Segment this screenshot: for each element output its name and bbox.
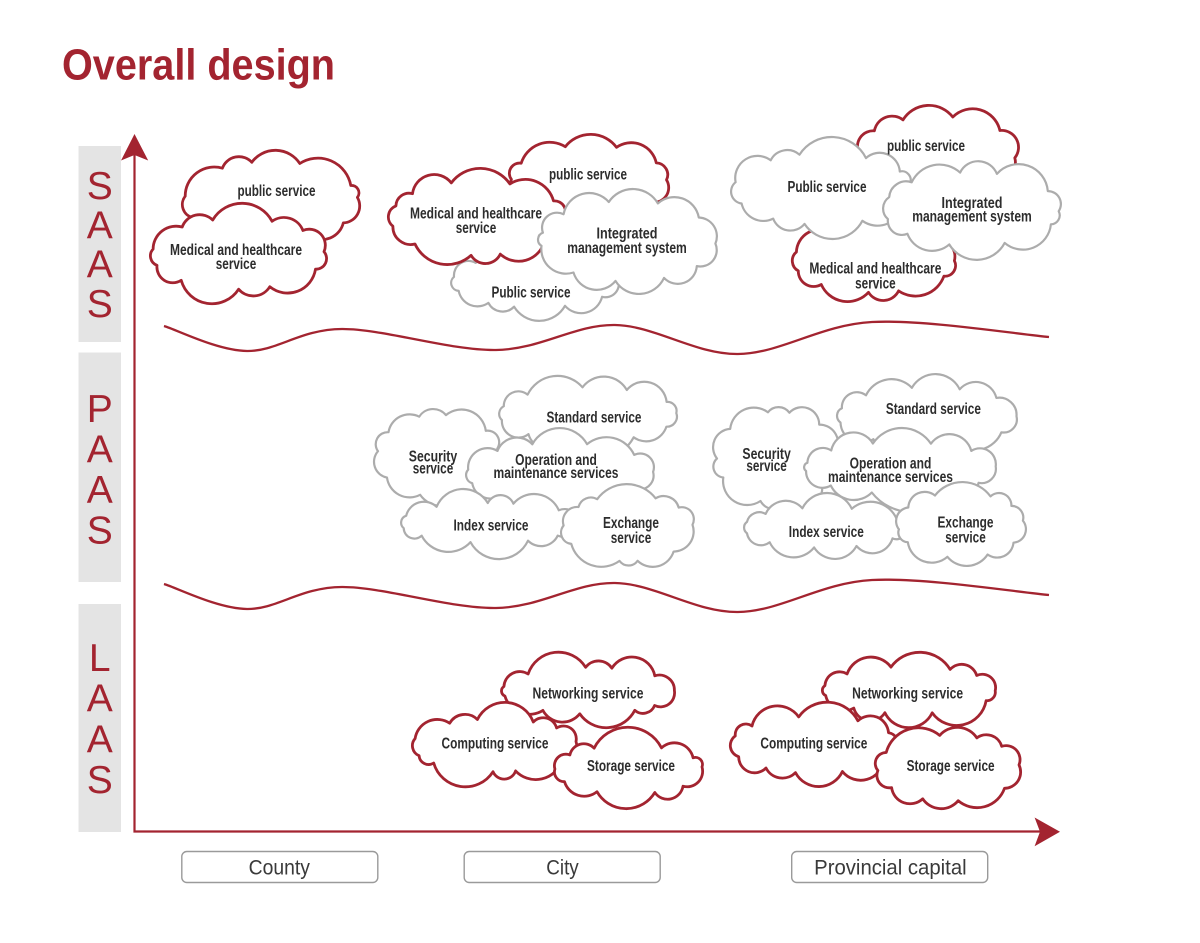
svg-text:management system: management system — [567, 240, 687, 257]
svg-text:Computing service: Computing service — [760, 735, 867, 752]
svg-text:Operation and: Operation and — [850, 456, 932, 473]
svg-text:Provincial capital: Provincial capital — [814, 857, 967, 880]
svg-text:Public service: Public service — [492, 285, 571, 302]
svg-text:Storage service: Storage service — [587, 758, 675, 775]
svg-text:Computing service: Computing service — [442, 735, 549, 752]
svg-text:Overall design: Overall design — [62, 41, 335, 90]
svg-text:County: County — [249, 857, 311, 880]
svg-text:A: A — [87, 678, 113, 721]
svg-text:Standard service: Standard service — [547, 410, 642, 427]
svg-text:A: A — [87, 718, 113, 761]
svg-text:Medical and healthcare: Medical and healthcare — [809, 261, 941, 278]
svg-text:Operation and: Operation and — [515, 452, 597, 469]
svg-text:service: service — [216, 256, 257, 273]
svg-text:A: A — [87, 429, 113, 472]
svg-text:service: service — [413, 461, 454, 478]
svg-text:service: service — [456, 220, 497, 237]
svg-text:L: L — [89, 637, 111, 680]
svg-text:Index service: Index service — [454, 518, 529, 535]
svg-text:Security: Security — [409, 449, 458, 466]
svg-text:A: A — [87, 204, 113, 247]
svg-text:Public service: Public service — [788, 179, 867, 196]
svg-text:Medical and healthcare: Medical and healthcare — [410, 206, 542, 223]
svg-text:Exchange: Exchange — [938, 515, 994, 532]
svg-text:Integrated: Integrated — [942, 195, 1003, 212]
svg-text:S: S — [87, 165, 113, 208]
svg-text:S: S — [87, 510, 113, 553]
svg-text:Medical and healthcare: Medical and healthcare — [170, 242, 302, 259]
svg-text:service: service — [945, 530, 986, 547]
svg-text:Networking service: Networking service — [852, 686, 963, 703]
svg-text:Integrated: Integrated — [597, 226, 658, 243]
svg-text:Index service: Index service — [789, 524, 864, 541]
svg-text:S: S — [87, 283, 113, 326]
svg-text:Security: Security — [742, 446, 791, 463]
svg-text:P: P — [87, 388, 113, 431]
svg-text:Exchange: Exchange — [603, 515, 659, 532]
svg-text:maintenance services: maintenance services — [828, 469, 953, 486]
svg-text:maintenance services: maintenance services — [494, 465, 619, 482]
svg-text:Storage service: Storage service — [907, 758, 995, 775]
svg-text:public service: public service — [549, 167, 627, 184]
svg-text:City: City — [546, 857, 579, 880]
svg-text:management system: management system — [912, 209, 1032, 226]
svg-text:A: A — [87, 244, 113, 287]
svg-text:Networking service: Networking service — [533, 686, 644, 703]
svg-text:service: service — [855, 276, 896, 293]
svg-text:Standard service: Standard service — [886, 401, 981, 418]
svg-text:service: service — [611, 530, 652, 547]
svg-text:service: service — [746, 458, 787, 475]
svg-text:A: A — [87, 469, 113, 512]
svg-text:public service: public service — [238, 183, 316, 200]
svg-text:public service: public service — [887, 138, 965, 155]
svg-text:S: S — [87, 759, 113, 802]
